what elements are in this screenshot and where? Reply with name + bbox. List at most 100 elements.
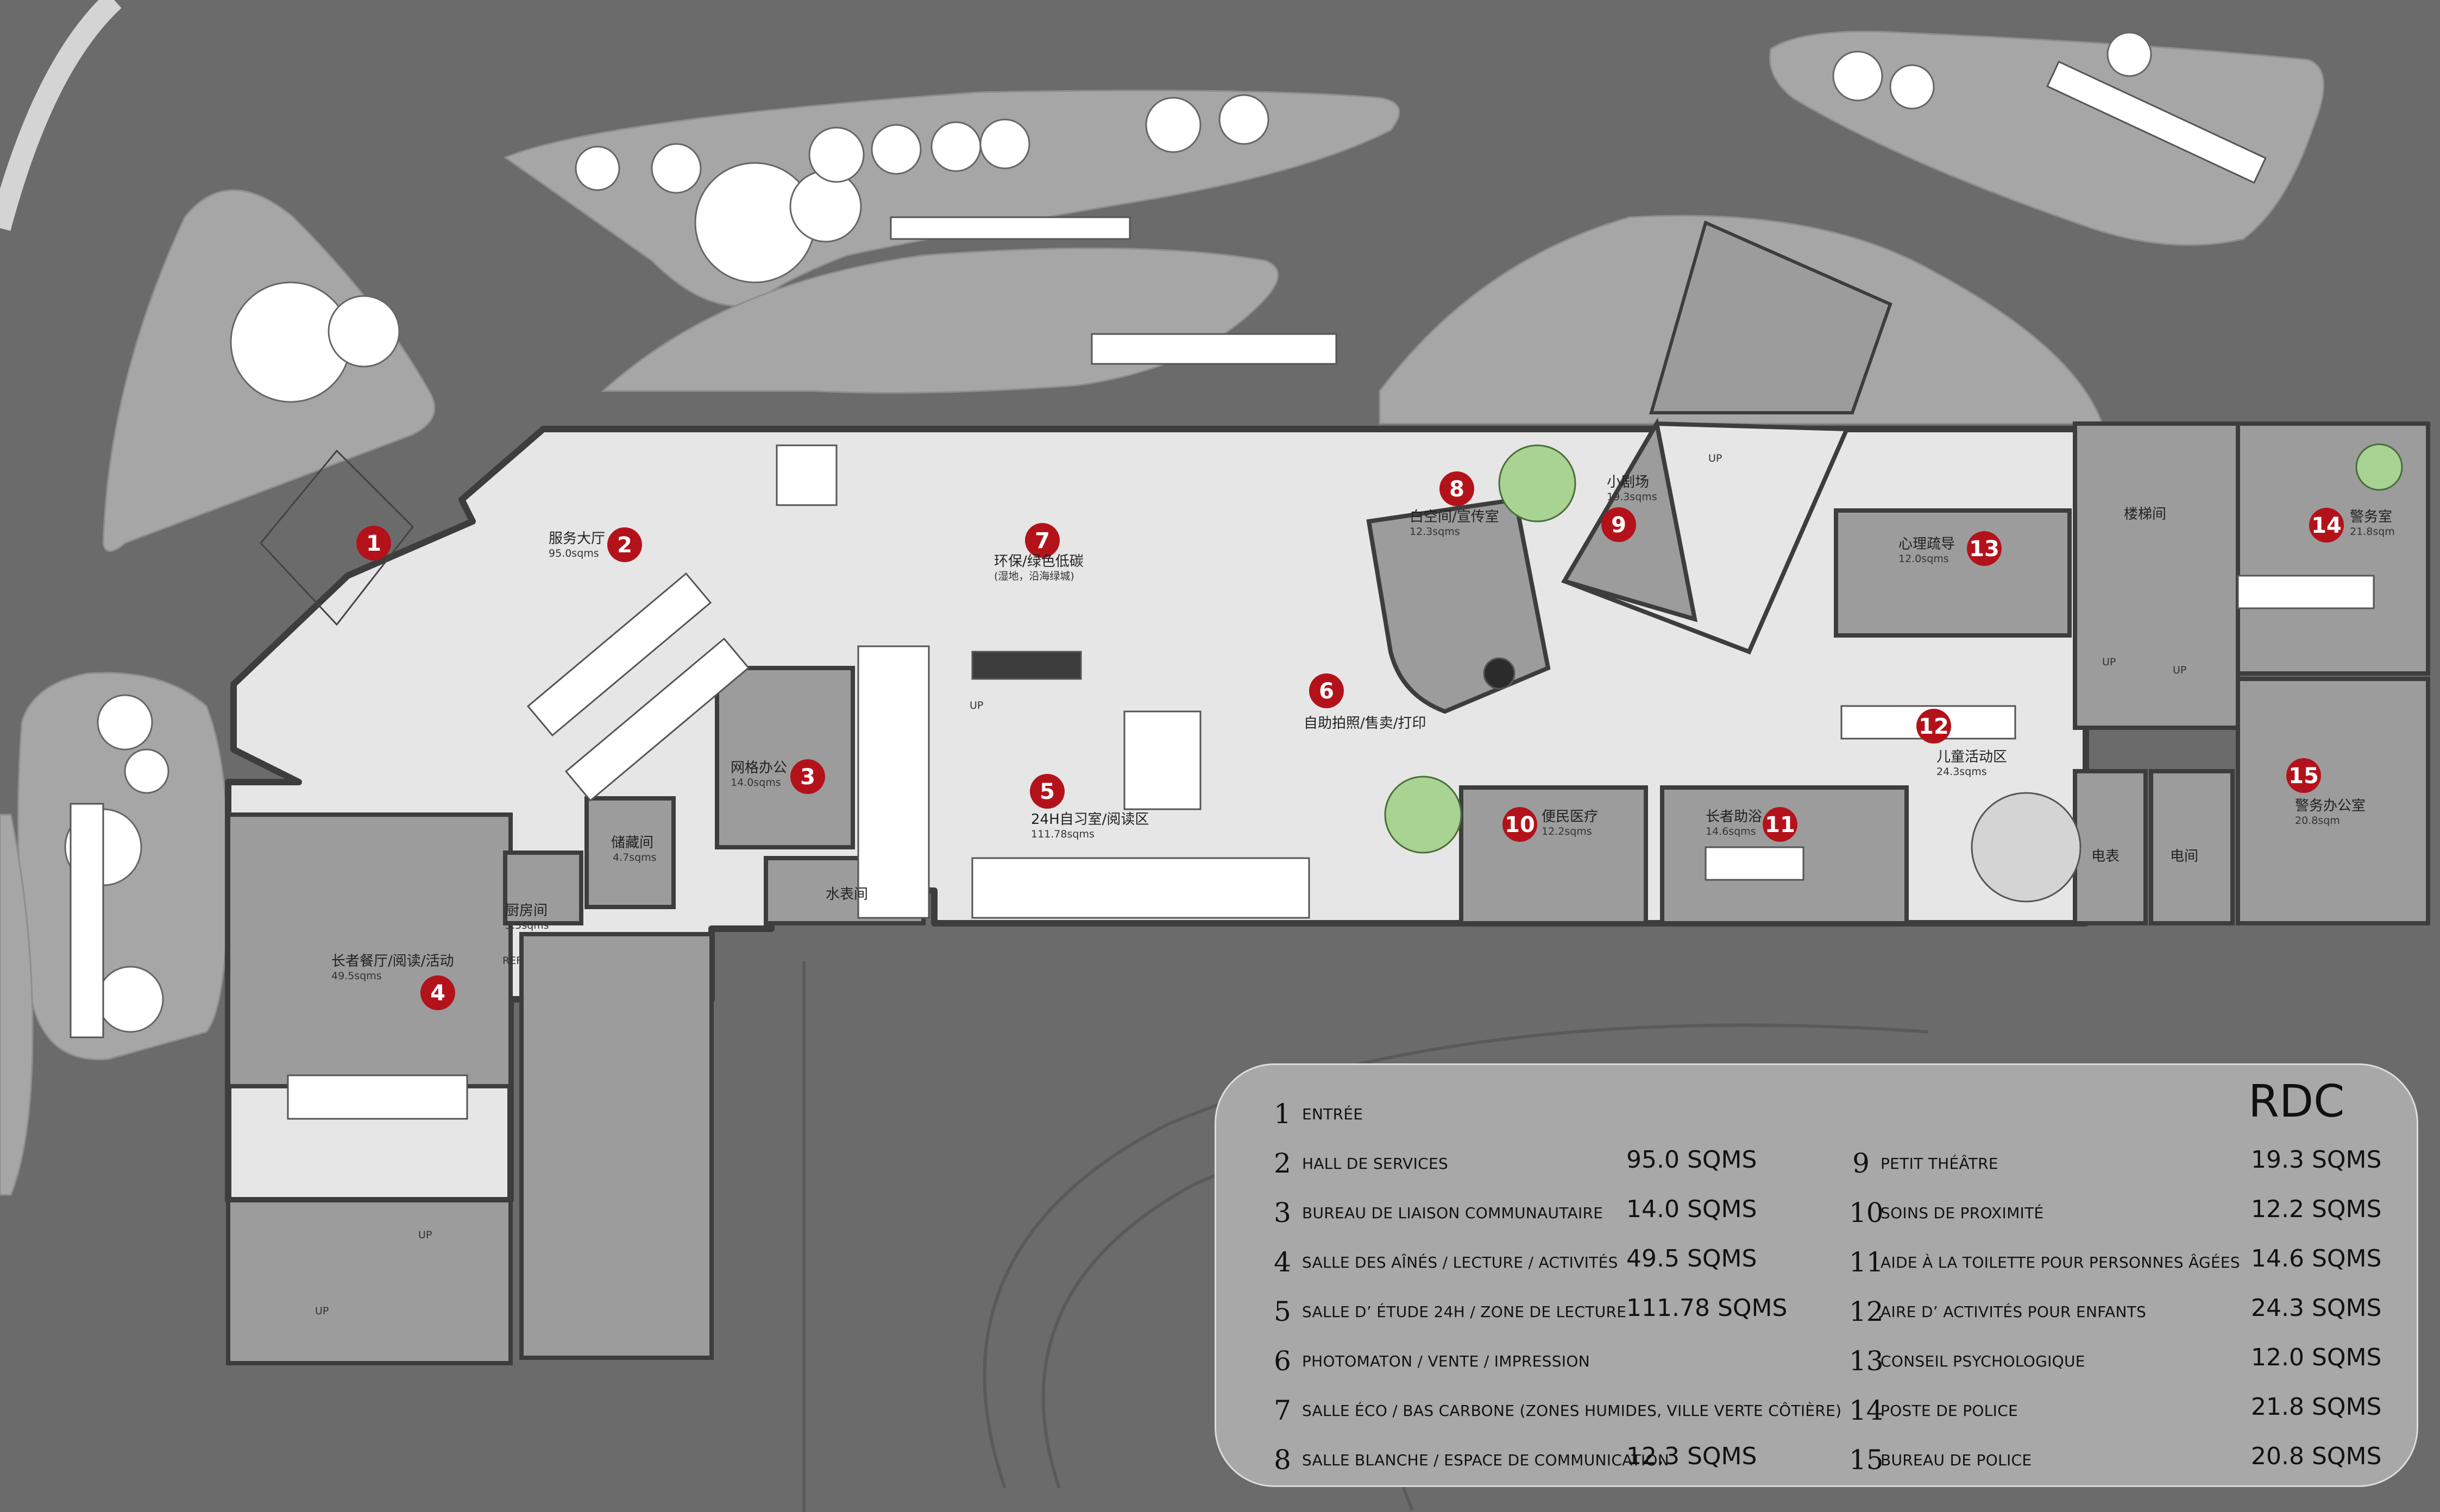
legend-number: 10	[1849, 1197, 1884, 1228]
room-badge-11	[1763, 807, 1797, 842]
room-area-5: 111.78sqms	[1031, 828, 1095, 840]
room-badge-number-7: 7	[1035, 528, 1050, 553]
room-name-13: 心理疏导	[1898, 536, 1955, 552]
legend-number: 7	[1274, 1395, 1291, 1426]
room-badge-number-5: 5	[1040, 779, 1055, 804]
room-badge-4	[420, 975, 455, 1010]
legend-number: 2	[1274, 1148, 1291, 1179]
room-badge-9	[1601, 507, 1636, 542]
room-badge-number-1: 1	[366, 531, 381, 556]
room-name-8: 白空间/宣传室	[1410, 509, 1499, 525]
interior-furniture	[287, 444, 2375, 1120]
room-area-4: 49.5sqms	[331, 970, 382, 982]
room-badge-7	[1025, 523, 1060, 558]
legend-room-name: AIRE D’ ACTIVITÉS POUR ENFANTS	[1881, 1302, 2147, 1321]
legend-room-area: 95.0 SQMS	[1626, 1146, 1757, 1174]
stair-up-label-2: UP	[315, 1305, 329, 1317]
room-badge-number-3: 3	[800, 765, 815, 790]
storage-area: 4.7sqms	[613, 852, 657, 864]
room-area-8: 12.3sqms	[1410, 526, 1460, 538]
legend-room-name: SALLE D’ ÉTUDE 24H / ZONE DE LECTURE	[1302, 1302, 1627, 1321]
room-name-14: 警务室	[2350, 509, 2392, 525]
room-badge-15	[2286, 758, 2321, 793]
stair-up-label-6: UP	[1708, 452, 1722, 464]
legend-room-name: ENTRÉE	[1302, 1105, 1363, 1123]
legend-room-area: 111.78 SQMS	[1626, 1294, 1788, 1322]
elec-2-fill	[2149, 769, 2235, 925]
stair-left-fill	[226, 1198, 513, 1365]
room-name-2: 服务大厅	[549, 531, 605, 547]
legend-row-5: 5 SALLE D’ ÉTUDE 24H / ZONE DE LECTURE	[1271, 1290, 1626, 1333]
stair-up-label-5: UP	[970, 700, 983, 711]
room-area-15: 20.8sqm	[2295, 815, 2340, 827]
legend-room-area: 21.8 SQMS	[2251, 1393, 2382, 1421]
legend-room-name: BUREAU DE LIAISON COMMUNAUTAIRE	[1302, 1204, 1603, 1222]
room-name-9: 小剧场	[1607, 474, 1649, 490]
room-badge-8	[1439, 471, 1474, 506]
legend-number: 9	[1852, 1148, 1870, 1179]
legend-number: 5	[1274, 1296, 1291, 1327]
legend-room-area: 14.0 SQMS	[1626, 1195, 1757, 1223]
room-13-fill	[1834, 508, 2072, 638]
room-badge-12	[1916, 709, 1951, 744]
room-area-14: 21.8sqm	[2350, 526, 2395, 538]
storage-label: 储藏间	[611, 835, 653, 851]
legend-number: 8	[1274, 1444, 1291, 1476]
room-badge-10	[1502, 807, 1537, 842]
stair-right-fill	[2073, 421, 2240, 730]
service-labels: 储藏间 4.7sqms 厨房间 5.5sqms 水表间 楼梯间 电表 电间 UP…	[315, 452, 2198, 1317]
legend-room-name: BUREAU DE POLICE	[1881, 1451, 2032, 1469]
room-3-fill	[715, 666, 855, 849]
legend-room-name: PHOTOMATON / VENTE / IMPRESSION	[1302, 1352, 1590, 1370]
room-badge-6	[1309, 673, 1344, 708]
legend-room-name: CONSEIL PSYCHOLOGIQUE	[1881, 1352, 2085, 1370]
legend-row-3: 3 BUREAU DE LIAISON COMMUNAUTAIRE	[1271, 1191, 1603, 1234]
legend-number: 15	[1849, 1444, 1884, 1476]
room-area-7: (湿地，沿海绿城)	[994, 570, 1074, 582]
legend-number: 13	[1849, 1345, 1884, 1377]
room-name-3: 网格办公	[731, 760, 787, 776]
room-badge-number-9: 9	[1611, 513, 1626, 538]
legend-room-name: AIDE À LA TOILETTE POUR PERSONNES ÂGÉES	[1881, 1253, 2241, 1271]
room-name-15: 警务办公室	[2295, 798, 2366, 814]
room-name-12: 儿童活动区	[1936, 749, 2007, 765]
road-curve-bottom	[983, 1023, 1929, 1489]
legend-number: 4	[1274, 1246, 1291, 1278]
room-name-11: 长者助浴	[1706, 809, 1762, 825]
elec-room-2-label: 电间	[2170, 848, 2198, 865]
room-badge-number-8: 8	[1449, 477, 1464, 502]
room-area-12: 24.3sqms	[1936, 766, 1987, 778]
legend-title: RDC	[2248, 1076, 2345, 1127]
kitchen-area: 5.5sqms	[505, 919, 549, 931]
room-name-6: 自助拍照/售卖/打印	[1304, 715, 1426, 732]
legend-room-area: 14.6 SQMS	[2251, 1245, 2382, 1272]
legend-room-area: 12.3 SQMS	[1626, 1442, 1757, 1470]
room-badge-number-12: 12	[1919, 714, 1949, 739]
room-name-4: 长者餐厅/阅读/活动	[331, 953, 454, 969]
legend-room-area: 24.3 SQMS	[2251, 1294, 2382, 1322]
room-badge-3	[790, 759, 825, 794]
room-badge-number-6: 6	[1319, 679, 1334, 704]
legend-room-name: POSTE DE POLICE	[1881, 1401, 2018, 1420]
room-area-3: 14.0sqms	[731, 777, 781, 789]
legend-number: 14	[1849, 1395, 1884, 1426]
room-badge-number-14: 14	[2311, 513, 2342, 538]
kitchen-fill	[503, 850, 583, 925]
room-badge-number-11: 11	[1765, 812, 1795, 837]
room-badge-number-4: 4	[430, 981, 445, 1006]
legend-number: 3	[1274, 1197, 1291, 1228]
room-badge-14	[2309, 508, 2344, 543]
room-name-7: 环保/绿色低碳	[994, 553, 1084, 570]
